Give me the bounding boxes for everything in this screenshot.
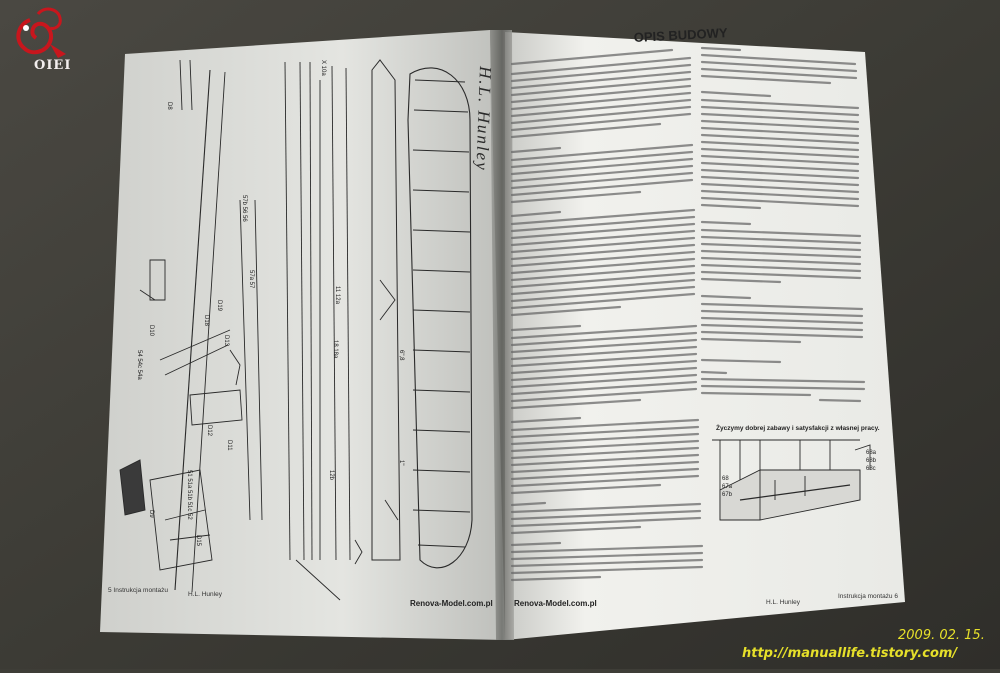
right-footer-page: Instrukcja montażu 6 <box>838 593 898 600</box>
right-footer-site: Renova-Model.com.pl <box>514 599 597 608</box>
svg-text:67b: 67b <box>722 492 733 498</box>
left-footer-title: H.L. Hunley <box>188 591 223 598</box>
svg-text:X 10a: X 10a <box>320 60 326 76</box>
hull-assembly-diagram <box>119 59 473 601</box>
svg-text:57a 57: 57a 57 <box>248 270 254 289</box>
svg-text:D18: D18 <box>203 315 209 327</box>
svg-text:68b: 68b <box>866 458 877 464</box>
watermark-logo <box>16 7 66 58</box>
svg-text:D12: D12 <box>206 425 212 437</box>
page-gutter <box>490 30 514 640</box>
svg-text:12b: 12b <box>328 470 334 481</box>
stand-assembly-diagram <box>712 439 871 521</box>
svg-text:54 54c 54a: 54 54c 54a <box>136 350 142 380</box>
svg-text:51 51a 51b 51c 52: 51 51a 51b 51c 52 <box>186 470 192 520</box>
left-footer-page: 5 Instrukcja montażu <box>108 587 168 594</box>
svg-text:6",8: 6",8 <box>398 350 404 361</box>
left-page-vertical-title: H.L. Hunley <box>472 65 495 172</box>
svg-text:18 18a: 18 18a <box>332 340 338 359</box>
svg-text:68c: 68c <box>866 466 876 472</box>
stand-part-labels: 68 67a 67b 68a 68b 68c <box>722 450 877 498</box>
svg-text:67a: 67a <box>722 484 733 490</box>
svg-text:D13: D13 <box>223 335 229 347</box>
svg-text:68: 68 <box>722 476 729 482</box>
svg-text:11 12a: 11 12a <box>334 286 340 305</box>
svg-text:D9: D9 <box>148 510 154 518</box>
photo-date-stamp: 2009. 02. 15. <box>898 628 985 643</box>
svg-text:D10: D10 <box>148 325 154 337</box>
svg-text:D11: D11 <box>226 440 232 451</box>
svg-text:D19: D19 <box>216 300 222 312</box>
right-page-text-columns <box>510 46 866 582</box>
diagram-part-labels: D8 D19 D13 D18 D10 D12 D11 57b 56 56 57a… <box>136 60 404 547</box>
svg-text:D15: D15 <box>195 535 201 547</box>
svg-text:57b 56 56: 57b 56 56 <box>241 195 247 222</box>
photo-url-stamp: http://manuallife.tistory.com/ <box>742 646 958 661</box>
right-footer-title: H.L. Hunley <box>766 599 801 606</box>
left-footer-site: Renova-Model.com.pl <box>410 599 493 608</box>
svg-text:D8: D8 <box>166 102 172 110</box>
svg-text:68a: 68a <box>866 450 877 456</box>
right-page-closing-line: Życzymy dobrej zabawy i satysfakcji z wł… <box>716 424 880 432</box>
svg-text:1": 1" <box>398 460 404 465</box>
right-page-header: OPIS BUDOWY <box>633 25 728 45</box>
watermark-logo-text: OIEI <box>34 58 72 73</box>
